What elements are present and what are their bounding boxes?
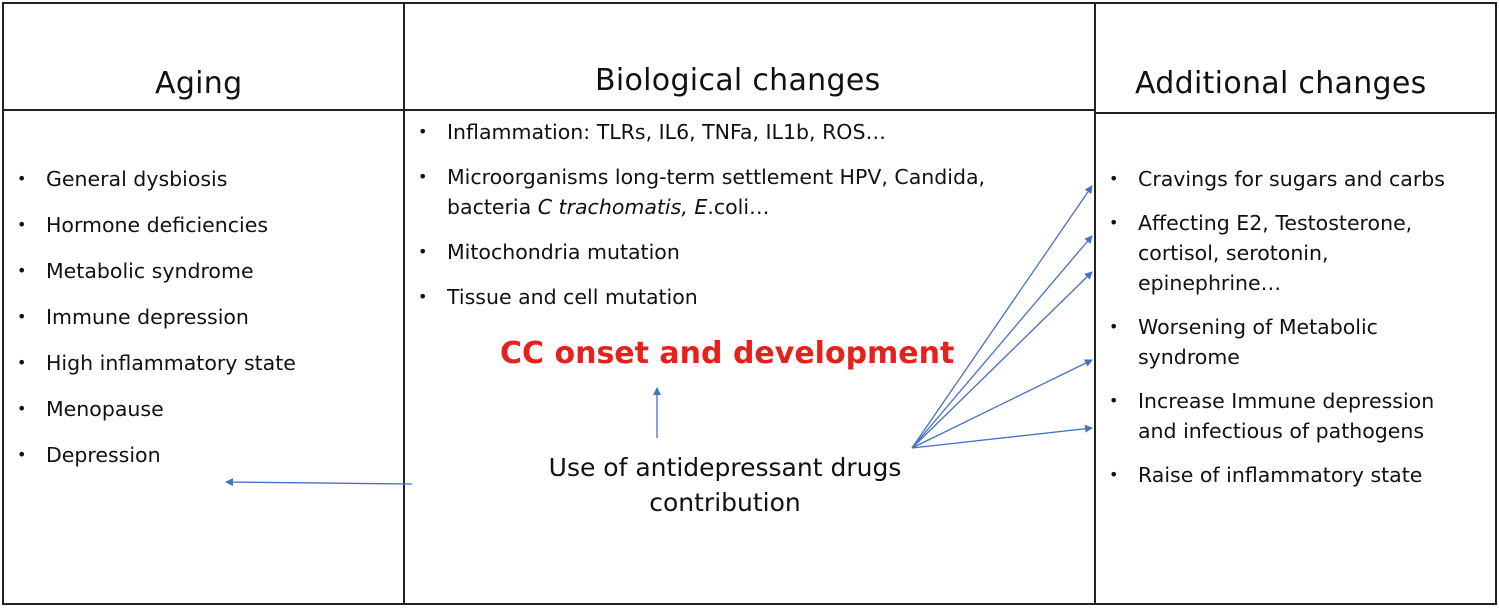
drugs-line-2: contribution: [649, 488, 801, 517]
arrow-to-metabolic: [911, 359, 1093, 449]
additional-item: •Affecting E2, Testosterone,cortisol, se…: [1109, 208, 1445, 298]
additional-changes-header: Additional changes: [1135, 66, 1427, 101]
aging-item: •Metabolic syndrome: [17, 256, 296, 286]
biological-item: •Microorganisms long-term settlement HPV…: [418, 162, 985, 222]
biological-changes-header: Biological changes: [595, 63, 881, 98]
bullet-icon: •: [418, 167, 428, 186]
drugs-line-1: Use of antidepressant drugs: [548, 453, 902, 482]
arrow-to-aging: [225, 478, 413, 487]
additional-changes-list: •Cravings for sugars and carbs •Affectin…: [1109, 164, 1445, 504]
antidepressant-drugs-label: Use of antidepressant drugs contribution: [520, 450, 930, 520]
bullet-icon: •: [1109, 465, 1119, 484]
bullet-icon: •: [17, 169, 27, 188]
aging-item: •Immune depression: [17, 302, 296, 332]
bullet-icon: •: [17, 445, 27, 464]
arrow-to-immune: [911, 424, 1093, 449]
aging-list: •General dysbiosis •Hormone deficiencies…: [17, 164, 296, 486]
bullet-icon: •: [17, 307, 27, 326]
bullet-icon: •: [418, 287, 428, 306]
arrow-to-affecting-2: [911, 271, 1093, 449]
bullet-icon: •: [418, 242, 428, 261]
biological-item: •Inflammation: TLRs, IL6, TNFa, IL1b, RO…: [418, 117, 985, 147]
aging-item: •Hormone deficiencies: [17, 210, 296, 240]
arrow-to-affecting-1: [911, 235, 1093, 449]
additional-item: •Raise of inflammatory state: [1109, 460, 1445, 490]
bullet-icon: •: [1109, 213, 1119, 232]
bullet-icon: •: [418, 122, 428, 141]
arrow-to-cravings: [911, 185, 1093, 449]
biological-item: •Tissue and cell mutation: [418, 282, 985, 312]
bullet-icon: •: [17, 261, 27, 280]
bullet-icon: •: [1109, 317, 1119, 336]
aging-item: •General dysbiosis: [17, 164, 296, 194]
aging-item: •Menopause: [17, 394, 296, 424]
bullet-icon: •: [17, 399, 27, 418]
aging-header: Aging: [155, 66, 243, 101]
aging-item: •Depression: [17, 440, 296, 470]
additional-item: •Cravings for sugars and carbs: [1109, 164, 1445, 194]
bullet-icon: •: [17, 215, 27, 234]
bullet-icon: •: [1109, 169, 1119, 188]
cc-onset-label: CC onset and development: [500, 336, 955, 371]
bullet-icon: •: [17, 353, 27, 372]
aging-item: •High inflammatory state: [17, 348, 296, 378]
biological-changes-list: •Inflammation: TLRs, IL6, TNFa, IL1b, RO…: [418, 117, 985, 327]
bullet-icon: •: [1109, 391, 1119, 410]
biological-item: •Mitochondria mutation: [418, 237, 985, 267]
